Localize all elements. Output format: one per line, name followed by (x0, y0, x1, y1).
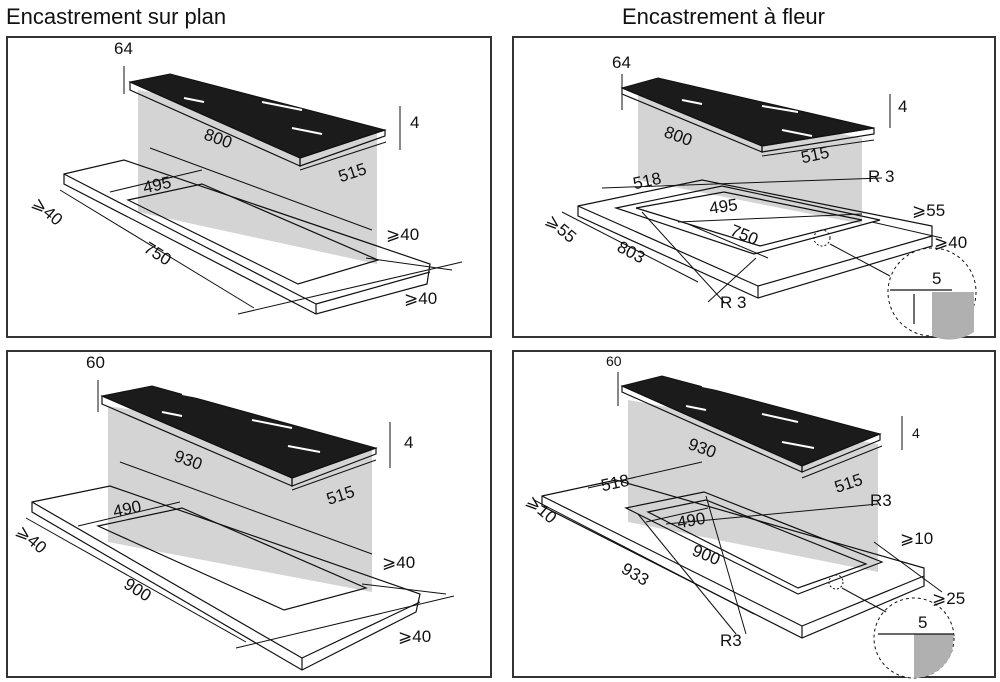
label-cutout-depth: 495 (708, 195, 739, 218)
panel-surface-800: 64 4 800 515 495 ⩾40 750 ⩾40 ⩾40 (6, 36, 492, 338)
label-min-front: ⩾40 (29, 194, 67, 230)
label-min-side: ⩾40 (382, 553, 415, 572)
worktop (577, 179, 933, 299)
cooking-zones (183, 77, 323, 135)
panel-flush-800: 64 4 800 515 518 R 3 495 ⩾55 ⩾55 750 ⩾40… (512, 36, 996, 340)
cooking-zones (681, 83, 813, 137)
label-rebate-depth: 518 (599, 471, 631, 495)
label-glass-thickness: 4 (898, 97, 907, 116)
cutout (646, 499, 868, 589)
diagram-flush-900: 60 4 930 515 518 R3 490 ⩾10 ⩾10 900 933 … (523, 353, 965, 679)
cutout (635, 191, 863, 247)
label-top-thickness: 60 (86, 353, 105, 372)
worktop (31, 485, 421, 671)
label-rebate-height: 5 (918, 613, 927, 632)
heading-surface-mount: Encastrement sur plan (6, 4, 227, 29)
label-cutout-width: 900 (690, 541, 723, 569)
cooking-zones (161, 393, 321, 453)
rebate (624, 491, 884, 595)
rebate (613, 185, 881, 255)
label-glass-thickness: 4 (912, 425, 920, 441)
label-cutout-depth: 490 (676, 509, 707, 533)
worktop (63, 159, 431, 315)
label-cutout-width: 900 (120, 574, 154, 605)
cutout (96, 507, 368, 611)
projection-shade (638, 94, 862, 224)
label-min-front: ⩾10 (523, 492, 561, 528)
worktop (541, 479, 925, 639)
label-glass-thickness: 4 (404, 433, 413, 452)
label-min-back: ⩾25 (932, 589, 965, 608)
label-radius-top: R3 (870, 491, 892, 510)
label-cutout-width: 750 (140, 238, 174, 269)
detail-rebate-section (914, 634, 954, 679)
label-min-front: ⩾40 (13, 522, 51, 558)
label-top-thickness: 60 (606, 353, 622, 369)
detail-rebate-section (932, 292, 974, 340)
panel-surface-900: 60 4 930 515 490 ⩾40 900 ⩾40 ⩾40 (6, 350, 492, 678)
label-top-thickness: 64 (612, 53, 631, 72)
label-rebate-width: 933 (618, 559, 652, 590)
panel-flush-900: 60 4 930 515 518 R3 490 ⩾10 ⩾10 900 933 … (512, 350, 996, 679)
label-radius-top: R 3 (868, 167, 894, 186)
label-min-side: ⩾40 (386, 225, 419, 244)
label-min-side: ⩾10 (900, 529, 933, 548)
diagram-surface-900: 60 4 930 515 490 ⩾40 900 ⩾40 ⩾40 (13, 353, 455, 671)
label-min-back: ⩾40 (934, 233, 967, 252)
label-min-front: ⩾55 (542, 211, 580, 247)
cooking-zones (685, 385, 815, 449)
diagram-flush-800: 64 4 800 515 518 R 3 495 ⩾55 ⩾55 750 ⩾40… (542, 53, 977, 340)
label-min-side: ⩾55 (912, 201, 945, 220)
label-top-thickness: 64 (114, 39, 133, 58)
label-min-back: ⩾40 (404, 289, 437, 308)
heading-flush-mount: Encastrement à fleur (622, 4, 825, 29)
label-min-back: ⩾40 (398, 627, 431, 646)
label-radius-bottom: R 3 (720, 293, 746, 312)
label-glass-thickness: 4 (410, 113, 419, 132)
label-rebate-height: 5 (932, 269, 941, 288)
diagram-surface-800: 64 4 800 515 495 ⩾40 750 ⩾40 ⩾40 (29, 39, 463, 315)
label-radius-bottom: R3 (720, 631, 742, 650)
